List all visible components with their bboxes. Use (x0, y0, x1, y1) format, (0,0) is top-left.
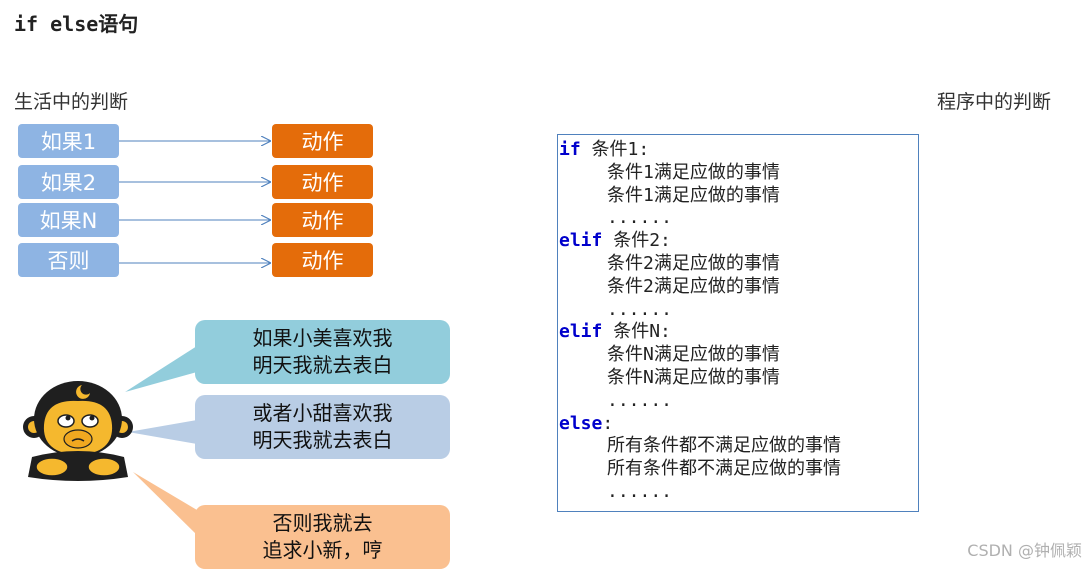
bubble-tail-1 (125, 346, 197, 392)
code-text: 条件1满足应做的事情 (607, 161, 780, 183)
speech-bubble-1-line2: 明天我就去表白 (252, 353, 393, 377)
speech-bubble-3-line2: 追求小新，哼 (262, 538, 383, 562)
left-section-label: 生活中的判断 (14, 91, 129, 113)
speech-bubble-2-line1: 或者小甜喜欢我 (252, 401, 393, 425)
code-text: 条件N满足应做的事情 (607, 344, 780, 366)
code-line: 所有条件都不满足应做的事情 (559, 458, 918, 481)
code-line: 所有条件都不满足应做的事情 (559, 435, 918, 458)
code-text: 所有条件都不满足应做的事情 (607, 435, 841, 457)
code-line: 条件2满足应做的事情 (559, 276, 918, 299)
code-line: 条件2满足应做的事情 (559, 253, 918, 276)
code-line: 条件1满足应做的事情 (559, 185, 918, 208)
code-text: 条件N满足应做的事情 (607, 366, 780, 388)
speech-bubble-2-line2: 明天我就去表白 (252, 428, 393, 452)
code-text: : (602, 412, 614, 434)
condition-box-n: 如果N (18, 203, 119, 237)
code-text: ...... (607, 389, 673, 411)
code-line: if 条件1: (559, 139, 918, 162)
condition-box-else: 否则 (18, 243, 119, 277)
code-text: 条件2: (602, 230, 671, 252)
code-line: ...... (559, 390, 918, 413)
condition-box-1: 如果1 (18, 124, 119, 158)
action-box-1: 动作 (272, 124, 373, 158)
condition-box-2: 如果2 (18, 165, 119, 199)
action-box-2: 动作 (272, 165, 373, 199)
code-text: 条件N: (602, 321, 671, 343)
code-keyword: elif (559, 321, 603, 343)
code-line: 条件N满足应做的事情 (559, 344, 918, 367)
code-text: ...... (607, 298, 673, 320)
code-line: 条件1满足应做的事情 (559, 162, 918, 185)
speech-bubble-3: 否则我就去 追求小新，哼 (195, 505, 450, 569)
page-title: if else语句 (14, 12, 139, 36)
code-text: 条件1满足应做的事情 (607, 184, 780, 206)
code-line: elif 条件N: (559, 321, 918, 344)
bubble-tail-2 (128, 420, 197, 444)
watermark: CSDN @钟佩颖 (967, 541, 1082, 560)
bubble-tail-3 (133, 472, 197, 535)
code-text: 条件2满足应做的事情 (607, 275, 780, 297)
speech-bubble-2: 或者小甜喜欢我 明天我就去表白 (195, 395, 450, 459)
code-line: ...... (559, 299, 918, 322)
speech-bubble-3-line1: 否则我就去 (272, 511, 373, 535)
code-text: 所有条件都不满足应做的事情 (607, 458, 841, 480)
code-keyword: elif (559, 230, 603, 252)
code-line: ...... (559, 481, 918, 504)
speech-bubble-1: 如果小美喜欢我 明天我就去表白 (195, 320, 450, 384)
code-line: elif 条件2: (559, 230, 918, 253)
speech-bubble-1-line1: 如果小美喜欢我 (252, 326, 393, 350)
action-box-n: 动作 (272, 203, 373, 237)
monkey-icon (23, 381, 133, 481)
code-block: if 条件1:条件1满足应做的事情条件1满足应做的事情......elif 条件… (557, 134, 919, 512)
right-section-label: 程序中的判断 (937, 91, 1052, 113)
code-keyword: if (559, 139, 581, 160)
code-text: ...... (607, 480, 673, 502)
code-text: 条件2满足应做的事情 (607, 252, 780, 274)
code-line: else: (559, 413, 918, 436)
code-keyword: else (559, 412, 603, 434)
action-box-else: 动作 (272, 243, 373, 277)
code-text: 条件1: (580, 139, 650, 160)
code-line: ...... (559, 207, 918, 230)
code-line: 条件N满足应做的事情 (559, 367, 918, 390)
code-text: ...... (607, 207, 673, 229)
